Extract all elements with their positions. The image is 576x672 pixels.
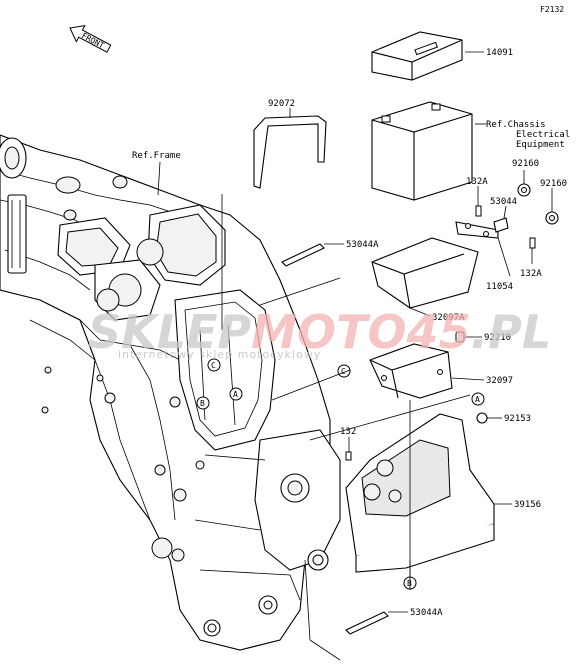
front-label: FRONT	[80, 31, 106, 50]
svg-text:B: B	[200, 399, 205, 408]
callout-a-frame: A	[229, 387, 243, 401]
front-arrow-icon: FRONT	[69, 25, 112, 53]
label-11054: 11054	[486, 282, 513, 292]
label-39156: 39156	[514, 500, 541, 510]
callout-b-frame: B	[196, 396, 210, 410]
ref-chassis-line2: Electrical	[516, 130, 570, 140]
svg-text:SKLEPMOTO45.PL: SKLEPMOTO45.PL	[88, 305, 551, 359]
label-92160-b: 92160	[540, 179, 567, 189]
label-53044A-bottom: 53044A	[410, 608, 443, 618]
watermark-part4: .PL	[471, 305, 552, 359]
part-53044A-bottom	[345, 611, 389, 635]
part-39156-case	[345, 413, 495, 573]
label-132: 132	[340, 427, 356, 437]
callout-c-frame: C	[207, 358, 221, 372]
part-132-bolt	[345, 451, 352, 461]
part-53044-pad	[493, 217, 509, 233]
svg-text:C: C	[341, 367, 346, 376]
svg-text:C: C	[211, 361, 216, 370]
watermark-subtitle: internetowy sklep motocyklowy	[118, 348, 321, 361]
svg-text:A: A	[475, 395, 480, 404]
watermark-part2: MOTO	[251, 305, 406, 359]
label-132A-top: 132A	[466, 177, 488, 187]
part-32097-bracket	[369, 343, 453, 399]
ref-frame-label: Ref.Frame	[132, 151, 181, 161]
label-14091: 14091	[486, 48, 513, 58]
part-92072-strap	[253, 115, 327, 189]
label-53044A-top: 53044A	[346, 240, 379, 250]
part-14091-cover	[371, 31, 463, 81]
callout-a-bracket: A	[471, 392, 485, 406]
label-92160-a: 92160	[512, 159, 539, 169]
assembly-lines	[221, 194, 471, 661]
svg-text:B: B	[407, 579, 412, 588]
part-53044A-top	[281, 243, 325, 267]
label-32097A: 32097A	[432, 313, 465, 323]
ref-chassis-line1: Ref.Chassis	[486, 120, 546, 130]
watermark-part3: 45	[406, 305, 471, 359]
ref-chassis-line3: Equipment	[516, 140, 565, 150]
label-132A-bottom: 132A	[520, 269, 542, 279]
diagram-code: F2132	[540, 5, 564, 14]
part-32097A-tray	[371, 221, 499, 309]
part-92160-a	[517, 183, 531, 197]
part-92160-b	[545, 211, 559, 225]
part-132A-bottom-bolt	[529, 237, 536, 249]
callout-c-bracket: C	[337, 364, 351, 378]
watermark-part1: SKLEP	[88, 305, 252, 359]
label-92153: 92153	[504, 414, 531, 424]
label-92072: 92072	[268, 99, 295, 109]
svg-text:A: A	[233, 390, 238, 399]
part-92153-bolt	[476, 412, 488, 424]
label-53044: 53044	[490, 197, 517, 207]
label-32097: 32097	[486, 376, 513, 386]
label-92210: 92210	[484, 333, 511, 343]
watermark: SKLEPMOTO45.PL internetowy sklep motocyk…	[88, 305, 551, 361]
motorcycle-frame	[0, 134, 341, 651]
part-battery	[371, 101, 473, 201]
part-132A-top-bolt	[475, 205, 482, 217]
